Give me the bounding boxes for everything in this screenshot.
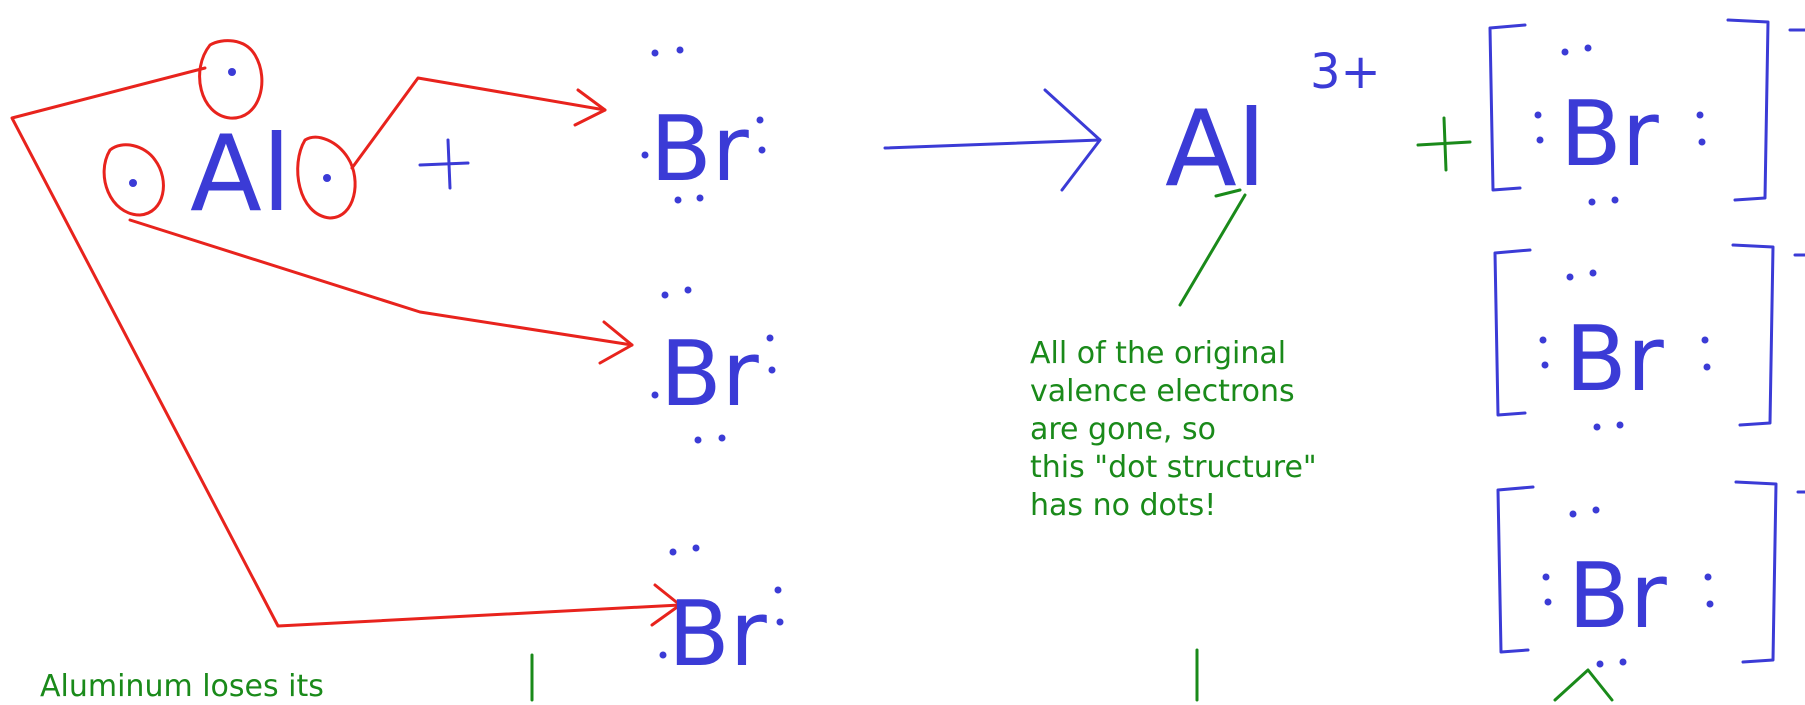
br-symbol: Br	[1568, 544, 1667, 649]
bromine-atom-1: Br	[641, 46, 766, 204]
aluminum-ion: Al 3+	[1165, 44, 1381, 210]
green-pointer	[1178, 188, 1247, 307]
right-bracket	[1731, 243, 1775, 427]
left-bracket	[1496, 485, 1535, 654]
aluminum-note: Aluminum loses its	[40, 669, 324, 704]
arrow-head	[1043, 88, 1102, 192]
al-electron-right	[323, 174, 331, 182]
br-symbol: Br	[650, 97, 749, 202]
plus-strokes	[1416, 116, 1472, 172]
bromide-ion-1: Br	[1488, 18, 1805, 206]
aluminum-atom: Al	[102, 39, 357, 235]
arrow-shaft	[883, 138, 1102, 150]
arrowhead-middle	[598, 320, 634, 365]
al-ion-symbol: Al	[1165, 88, 1266, 210]
plus-strokes	[418, 138, 470, 190]
arrow-right-electron	[350, 76, 607, 170]
bromide-ion-3: Br	[1496, 480, 1805, 668]
pointer-mark	[1214, 188, 1242, 198]
red-circle-top	[198, 39, 264, 120]
al-electron-top	[228, 68, 236, 76]
note-line-5: has no dots!	[1030, 488, 1217, 523]
green-pointer-bottom	[1553, 668, 1614, 702]
red-circle-left	[102, 143, 165, 217]
arrowhead-top	[573, 88, 607, 127]
red-circle-right	[296, 135, 357, 220]
br-symbol: Br	[660, 322, 759, 427]
bromine-atom-3: Br	[659, 544, 784, 687]
right-bracket	[1734, 480, 1778, 664]
plus-sign-2	[1416, 116, 1472, 172]
note-line-2: valence electrons	[1030, 374, 1295, 409]
br-symbol: Br	[668, 582, 767, 687]
bromide-ion-2: Br	[1493, 243, 1805, 431]
note-line-3: are gone, so	[1030, 412, 1216, 447]
br-symbol: Br	[1560, 82, 1659, 187]
plus-sign-1	[418, 138, 470, 190]
note-line-1: All of the original	[1030, 336, 1287, 371]
left-bracket	[1493, 248, 1532, 417]
left-bracket	[1488, 23, 1527, 192]
red-arrows	[10, 66, 682, 628]
al-electron-left	[129, 179, 137, 187]
pointer-shaft	[1178, 193, 1247, 307]
reaction-arrow	[883, 88, 1102, 192]
electron-note: All of the original valence electrons ar…	[1030, 335, 1317, 525]
br-symbol: Br	[1565, 307, 1664, 412]
al-charge: 3+	[1310, 44, 1381, 100]
right-bracket	[1726, 18, 1770, 202]
pointer-bottom-strokes	[1553, 668, 1614, 702]
bromine-atom-2: Br	[651, 286, 776, 444]
note-line-4: this "dot structure"	[1030, 450, 1317, 485]
al-symbol: Al	[190, 113, 291, 235]
arrowhead-bottom	[650, 583, 682, 627]
arrow-left-electron	[128, 218, 634, 347]
arrow-top-electron	[10, 66, 682, 628]
